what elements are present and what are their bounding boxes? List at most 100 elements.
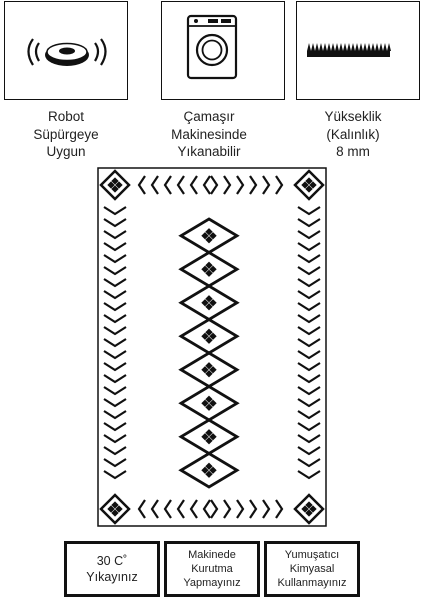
left-chevron: [103, 278, 127, 288]
bottom-chevron: [137, 499, 146, 519]
care-line: Yıkayınız: [86, 570, 138, 584]
care-line: Kimyasal: [289, 563, 335, 575]
bottom-chevron: [202, 499, 211, 519]
left-chevron: [103, 266, 127, 276]
right-chevron: [297, 422, 321, 432]
robot-vacuum-caption: Robot Süpürgeye Uygun: [0, 108, 141, 161]
caption-line: Yükseklik: [324, 109, 382, 124]
bottom-chevron: [163, 499, 172, 519]
left-chevron: [103, 470, 127, 480]
right-chevron: [297, 242, 321, 252]
center-plus-motif: [201, 261, 217, 277]
caption-line: Uygun: [46, 144, 86, 159]
left-chevron: [103, 410, 127, 420]
center-plus-motif: [201, 429, 217, 445]
right-chevron: [297, 350, 321, 360]
right-chevron: [297, 362, 321, 372]
corner-diamond: [99, 493, 131, 525]
caption-line: Yıkanabilir: [177, 144, 241, 159]
bottom-chevron: [249, 499, 258, 519]
left-chevron: [103, 314, 127, 324]
right-chevron: [297, 386, 321, 396]
right-chevron: [297, 254, 321, 264]
left-chevron: [103, 230, 127, 240]
top-chevron: [275, 175, 284, 195]
corner-diamond: [99, 169, 131, 201]
caption-line: (Kalınlık): [326, 126, 380, 142]
left-chevron: [103, 374, 127, 384]
left-chevron: [103, 458, 127, 468]
bottom-chevron: [176, 499, 185, 519]
center-plus-motif: [201, 228, 217, 244]
left-chevron: [103, 218, 127, 228]
right-chevron: [297, 434, 321, 444]
caption-line: Makinesinde: [171, 126, 247, 142]
center-plus-motif: [201, 462, 217, 478]
care-line: Yumuşatıcı: [284, 549, 340, 561]
top-chevron: [210, 175, 219, 195]
left-chevron: [103, 338, 127, 348]
right-chevron: [297, 314, 321, 324]
right-chevron: [297, 470, 321, 480]
care-line: Kurutma: [191, 563, 233, 575]
left-chevron: [103, 326, 127, 336]
care-line: Makinede: [188, 549, 236, 561]
right-chevron: [297, 302, 321, 312]
washing-machine-feature-box: [161, 1, 285, 100]
right-chevron: [297, 374, 321, 384]
washing-machine-icon: [186, 14, 238, 80]
center-plus-motif: [201, 362, 217, 378]
caption-line: Süpürgeye: [33, 126, 99, 142]
care-wash-30-box: 30 C˚ Yıkayınız: [64, 541, 160, 597]
right-chevron: [297, 398, 321, 408]
corner-plus-motif: [107, 501, 123, 517]
top-chevron: [236, 175, 245, 195]
right-chevron: [297, 278, 321, 288]
robot-vacuum-icon: [27, 38, 107, 66]
top-chevron: [223, 175, 232, 195]
right-chevron: [297, 410, 321, 420]
left-chevron: [103, 254, 127, 264]
left-chevron: [103, 206, 127, 216]
bottom-chevron: [210, 499, 219, 519]
bottom-chevron: [262, 499, 271, 519]
bottom-chevron: [189, 499, 198, 519]
right-chevron: [297, 338, 321, 348]
pile-height-feature-box: [296, 1, 420, 100]
left-chevron: [103, 446, 127, 456]
right-chevron: [297, 446, 321, 456]
left-chevron: [103, 434, 127, 444]
right-chevron: [297, 326, 321, 336]
left-chevron: [103, 242, 127, 252]
left-chevron: [103, 302, 127, 312]
care-no-tumble-dry-box: Makinede Kurutma Yapmayınız: [164, 541, 260, 597]
left-chevron: [103, 422, 127, 432]
top-chevron: [137, 175, 146, 195]
pile-height-caption: Yükseklik (Kalınlık) 8 mm: [278, 108, 424, 161]
left-chevron: [103, 398, 127, 408]
corner-plus-motif: [301, 177, 317, 193]
bottom-chevron: [275, 499, 284, 519]
top-chevron: [249, 175, 258, 195]
care-no-softener-box: Yumuşatıcı Kimyasal Kullanmayınız: [264, 541, 360, 597]
top-chevron: [189, 175, 198, 195]
right-chevron: [297, 266, 321, 276]
corner-diamond: [293, 169, 325, 201]
left-chevron: [103, 290, 127, 300]
corner-diamond: [293, 493, 325, 525]
rug-illustration: [97, 167, 327, 527]
washing-machine-caption: Çamaşır Makinesinde Yıkanabilir: [134, 108, 284, 161]
center-diamond: [178, 451, 240, 489]
corner-plus-motif: [301, 501, 317, 517]
right-chevron: [297, 290, 321, 300]
caption-line: Robot: [47, 109, 85, 124]
care-line: Yapmayınız: [183, 577, 241, 589]
left-chevron: [103, 350, 127, 360]
top-chevron: [176, 175, 185, 195]
top-chevron: [202, 175, 211, 195]
pile-height-icon: [307, 43, 391, 57]
top-chevron: [262, 175, 271, 195]
right-chevron: [297, 218, 321, 228]
center-plus-motif: [201, 295, 217, 311]
bottom-chevron: [150, 499, 159, 519]
